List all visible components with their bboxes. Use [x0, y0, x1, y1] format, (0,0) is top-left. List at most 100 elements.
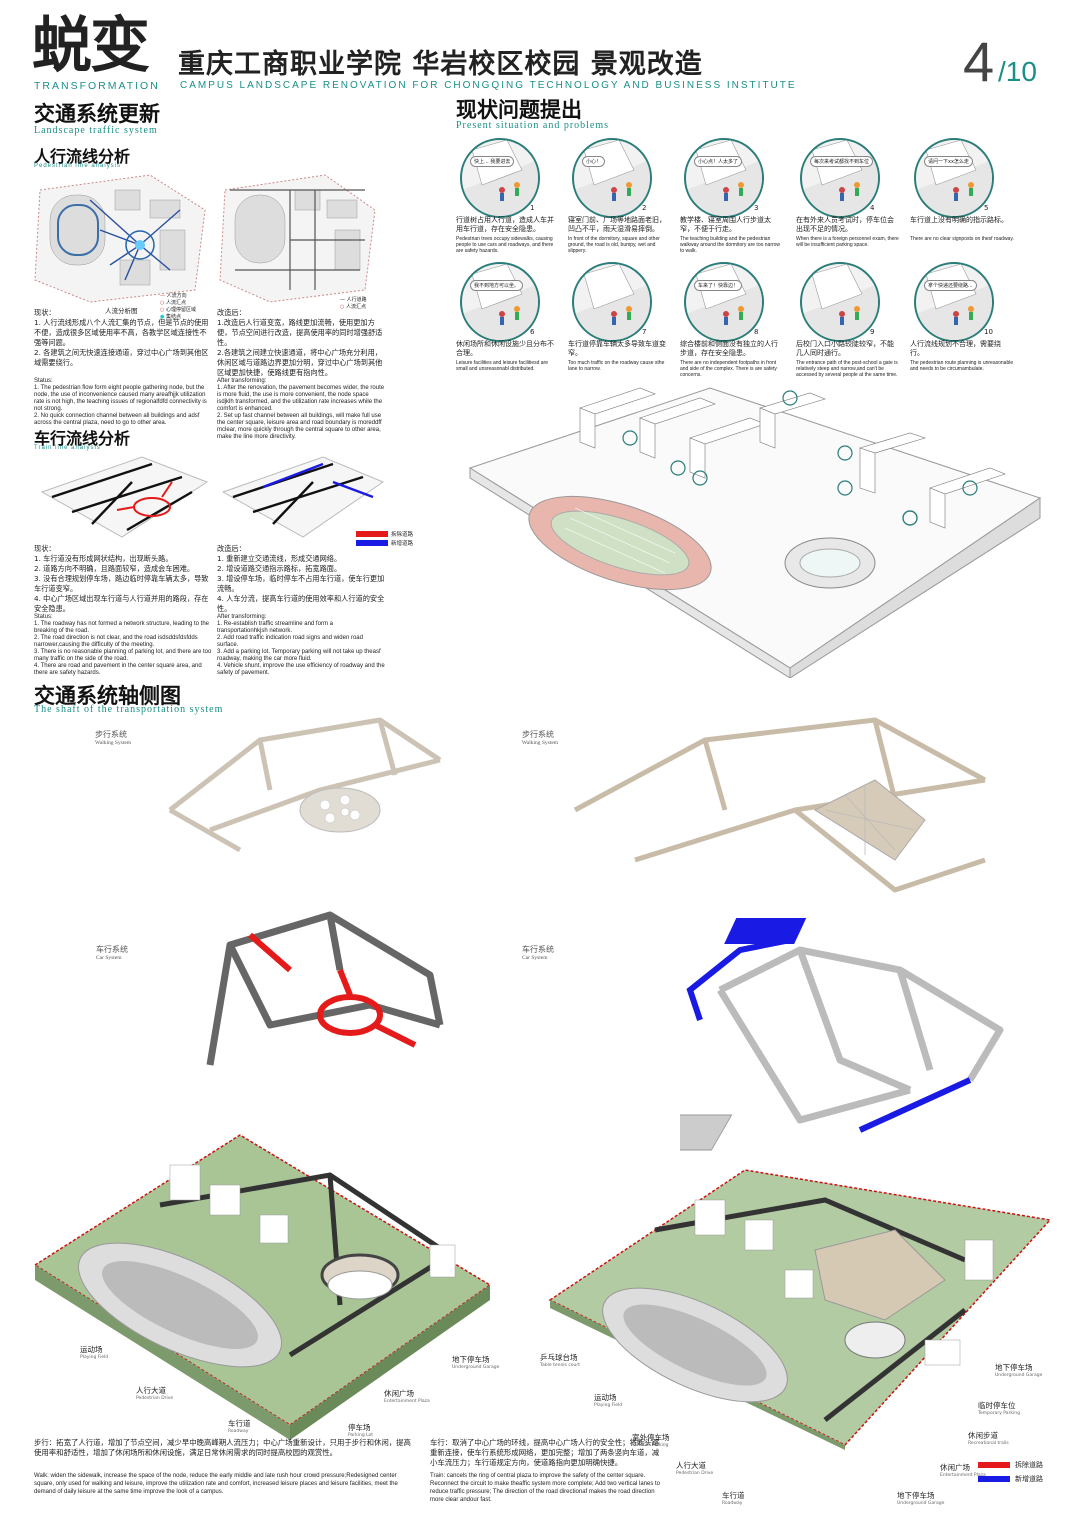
callout-label: 地下停车场	[897, 1491, 935, 1500]
problem-scene	[916, 140, 992, 216]
problem-illustration	[684, 262, 764, 342]
callout-label: 休闲广场	[940, 1463, 970, 1472]
callout-label-en: Outdoor Parking	[632, 1443, 669, 1448]
callout-label: 人行大道	[676, 1461, 706, 1470]
problem-text-cn: 寝室门前、广场等地路面老旧，凹凸不平，雨天湿滑易摔倒。	[568, 216, 666, 233]
vehicle-title-en: Train line analysis	[34, 445, 101, 451]
car-desc-en: Train: cancels the ring of central plaza…	[430, 1473, 660, 1503]
problem-scene	[686, 140, 762, 216]
traffic-update-title-en: Landscape traffic system	[34, 125, 158, 136]
pedestrian-map-after	[219, 174, 376, 303]
callout-label: 休闲步道	[968, 1431, 998, 1440]
problem-text-en: Too much traffic on the roadway cause st…	[568, 360, 665, 372]
callout-label-en: Playing Field	[594, 1403, 623, 1408]
problem-scene	[802, 264, 878, 340]
callout-label-en: Underground Garage	[452, 1365, 500, 1370]
bottom-legend-new-swatch	[978, 1476, 1010, 1482]
callout-label: 室外停车场	[632, 1433, 670, 1442]
axonometric-title-en: The shaft of the transportation system	[34, 704, 224, 715]
big-title-en: TRANSFORMATION	[34, 80, 160, 92]
right-ground-plan	[548, 1169, 1052, 1450]
callout-label: 临时停车位	[978, 1401, 1016, 1410]
problem-text-en: Leisure facilities and leisure facilitie…	[456, 360, 548, 372]
problem-text-cn: 教学楼、寝室周围人行步道太窄，不便于行走。	[680, 216, 771, 233]
callout-label: 乒乓球台场	[540, 1353, 578, 1362]
vehicle-status-en: Status: 1. The roadway has not formed a …	[34, 614, 212, 676]
problem-text-cn: 休闲场所和休闲设施少且分布不合理。	[456, 340, 554, 357]
pedestrian-status-en: Status: 1. The pedestrian flow form eigh…	[34, 378, 207, 426]
page-number: 4	[963, 30, 995, 93]
problem-illustration	[460, 138, 540, 218]
pedestrian-title-en: Pedestrian line analysis	[34, 163, 122, 169]
left-car-system	[206, 911, 444, 1066]
problem-text-en: The teaching building and the pedestrian…	[680, 236, 781, 254]
speech-bubble: 请问一下xx怎么走	[924, 156, 973, 167]
problem-scene	[574, 264, 650, 340]
callout-label-en: Parking Lot	[348, 1433, 374, 1438]
bottom-legend-new-label: 新增道路	[1015, 1475, 1043, 1483]
problem-number: 4	[870, 204, 875, 212]
callout-label: 车行道	[722, 1491, 745, 1500]
problem-text-cn: 人行流线规划不合理，需要绕行。	[910, 340, 1001, 357]
problem-text-en: There are no clear signposts on thesf ro…	[910, 236, 1014, 242]
problem-illustration	[572, 138, 652, 218]
right-walking-system	[573, 717, 987, 893]
callout-label-en: Entertainment Plaza	[384, 1399, 430, 1404]
left-ground-plan	[33, 1134, 492, 1440]
campus-overview-map	[468, 387, 1042, 678]
big-title: 蜕变	[32, 11, 150, 81]
axonometric-title: 交通系统轴侧图	[34, 684, 181, 708]
callout-label-en: Table tennis court	[540, 1363, 581, 1368]
vehicle-map-before	[40, 456, 209, 538]
speech-bubble: 车来了！快靠边！	[694, 280, 743, 291]
problem-text-en: The pedestrian route planning is unreaso…	[910, 360, 1014, 372]
speech-bubble: 我不到地方可以坐。	[470, 280, 524, 291]
problem-scene	[686, 264, 762, 340]
problem-illustration	[800, 138, 880, 218]
pedestrian-title: 人行流线分析	[34, 147, 131, 166]
main-title: 重庆工商职业学院 华岩校区校园 景观改造	[178, 49, 703, 80]
legend-new-label: 新增道路	[391, 541, 414, 547]
speech-bubble: 拿个快递还要绕路...	[924, 280, 977, 291]
vehicle-map-after	[221, 456, 385, 538]
car-desc-cn: 车行：取消了中心广场的环线，提高中心广场人行的安全性；将断头路重新连接，使车行系…	[430, 1438, 660, 1467]
problem-number: 6	[530, 328, 535, 336]
left-walking-system	[168, 717, 442, 853]
vehicle-status-cn: 现状： 1. 车行道没有形成网状结构，出现断头路。 2. 道路方向不明确，且路面…	[34, 544, 209, 613]
problem-scene	[574, 140, 650, 216]
problem-illustration	[914, 138, 994, 218]
problem-illustration	[800, 262, 880, 342]
walk-desc-en: Walk: widen the sidewalk, increase the s…	[34, 1473, 398, 1495]
callout-label-en: Recreational trails	[968, 1441, 1009, 1446]
problem-text-cn: 综合楼前和侧面没有独立的人行步道，存在安全隐患。	[680, 340, 778, 357]
vehicle-after-en: After transforming: 1. Re-establish traf…	[217, 614, 385, 676]
pedestrian-map-caption: 人流分析图	[105, 307, 138, 315]
callout-label-en: Underground Garage	[897, 1501, 945, 1506]
callout-label-en: Pedestrian Drive	[676, 1471, 714, 1476]
problem-number: 1	[530, 204, 535, 212]
legend-remove-label: 拆除道路	[391, 532, 414, 538]
problem-text-cn: 车行道上没有明确的指示路标。	[910, 216, 1008, 224]
walk-desc-cn: 步行：拓宽了人行道，增加了节点空间，减少早中晚高峰期人流压力；中心广场重新设计，…	[34, 1438, 411, 1457]
callout-label: 运动场	[80, 1345, 103, 1354]
problem-number: 8	[754, 328, 759, 336]
problem-text-en: The entrance path of the post-school a g…	[796, 360, 898, 378]
problem-number: 9	[870, 328, 875, 336]
bottom-legend-remove-label: 拆除道路	[1015, 1461, 1043, 1469]
problem-scene	[462, 140, 538, 216]
problem-scene	[462, 264, 538, 340]
callout-label-en: Entertainment Plaza	[940, 1473, 986, 1478]
vehicle-after-cn: 改造后： 1. 重新建立交通流线，形成交通网络。 2. 增设道路交通指示路标，拓…	[217, 544, 385, 613]
